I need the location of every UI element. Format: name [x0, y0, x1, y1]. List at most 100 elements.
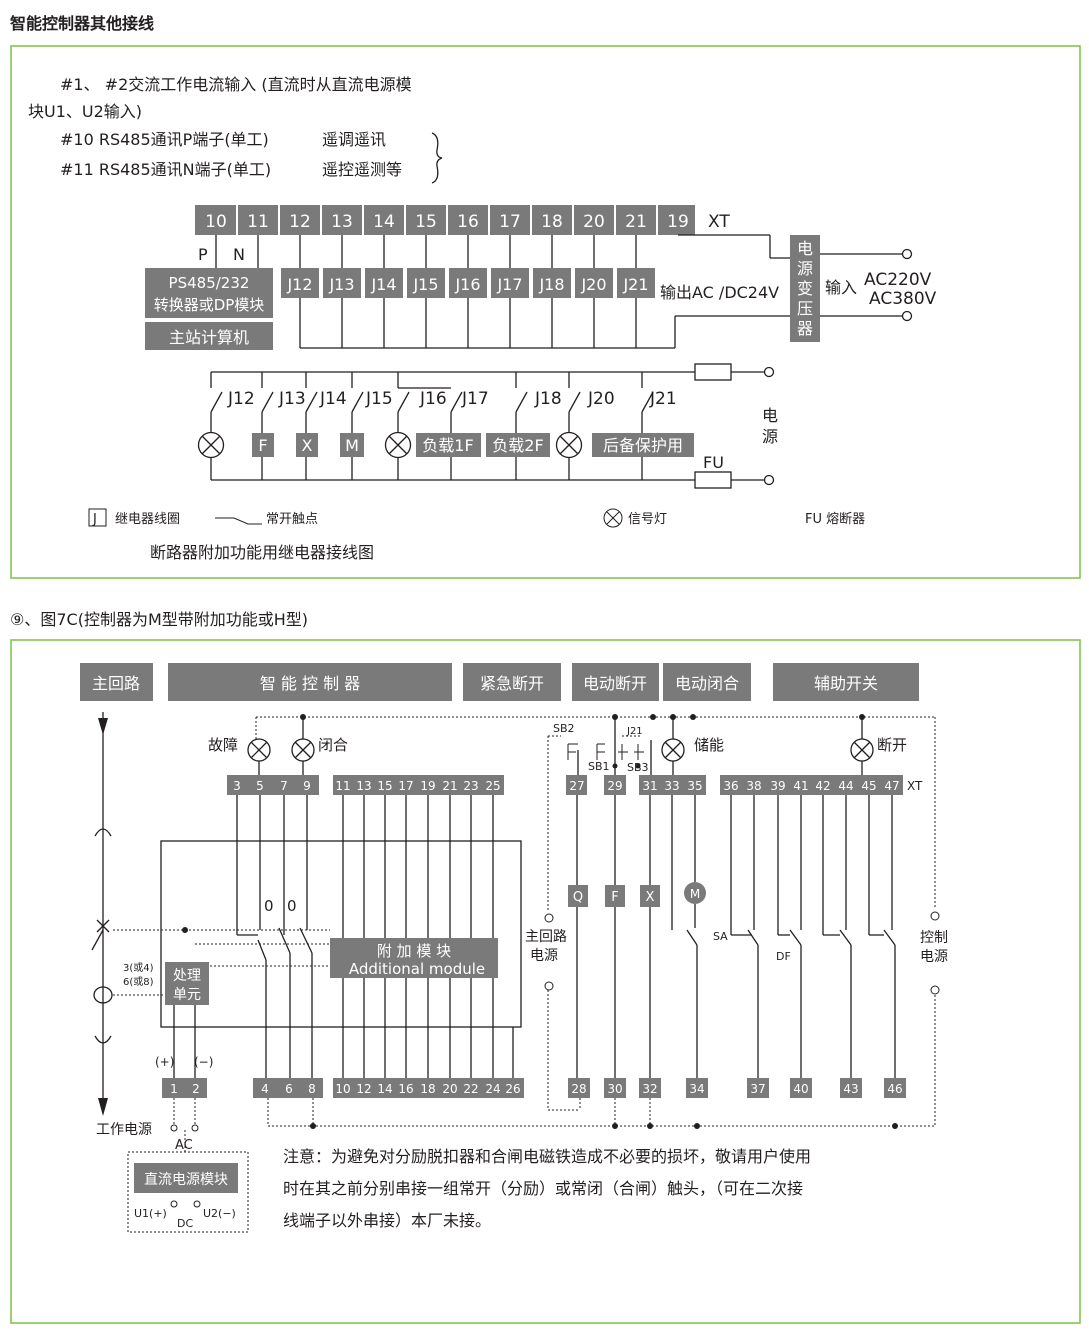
svg-text:46: 46 [887, 1082, 902, 1096]
push-buttons: SB2 J21 SB1 SB3 [553, 717, 652, 775]
processing-unit: 处理 单元 [165, 962, 209, 1005]
contact-j14: J14 [319, 389, 347, 409]
svg-text:M: M [345, 436, 359, 455]
svg-text:F: F [258, 436, 267, 455]
svg-text:26: 26 [505, 1082, 520, 1096]
svg-text:21: 21 [442, 779, 457, 793]
svg-text:20: 20 [442, 1082, 457, 1096]
svg-text:压: 压 [797, 299, 813, 318]
note-line2: 块U1、U2输入) [28, 102, 142, 121]
coil-f: F [605, 885, 625, 907]
svg-text:38: 38 [746, 779, 761, 793]
svg-text:电: 电 [797, 239, 813, 258]
coil-j18: J18 [538, 275, 564, 294]
svg-text:继电器线圈: 继电器线圈 [115, 512, 180, 527]
svg-text:PS485/232: PS485/232 [169, 274, 250, 292]
contact-j12: J12 [227, 389, 255, 409]
svg-text:Additional module: Additional module [349, 960, 485, 978]
svg-text:U2(−): U2(−) [203, 1207, 236, 1220]
power-transformer: 电 源 变 压 器 [790, 235, 820, 342]
main-circuit-line [91, 712, 113, 1116]
contact-j13: J13 [278, 389, 306, 409]
plus-label: (+) [155, 1055, 174, 1069]
svg-text:36: 36 [723, 779, 738, 793]
xt1-term-16: 16 [457, 212, 479, 232]
load-2f: 负载2F [486, 433, 550, 457]
contact-j16: J16 [419, 389, 447, 409]
actuator-wires [576, 795, 896, 1078]
svg-text:30: 30 [607, 1082, 622, 1096]
ac380-label: AC380V [869, 289, 937, 309]
load-x: X [296, 433, 318, 457]
svg-text:35: 35 [687, 779, 702, 793]
svg-text:主站计算机: 主站计算机 [169, 328, 249, 347]
svg-text:10: 10 [335, 1082, 350, 1096]
load-circuit [210, 363, 775, 489]
section1-caption: 断路器附加功能用继电器接线图 [150, 543, 374, 562]
top-terminals [227, 775, 903, 795]
svg-text:27: 27 [569, 779, 584, 793]
top-terminal-labels: 3 5 7 9 11 13 15 17 19 21 23 25 27 29 31… [233, 779, 899, 793]
coil-j16: J16 [454, 275, 480, 294]
svg-text:2: 2 [192, 1082, 200, 1096]
svg-text:4: 4 [261, 1082, 269, 1096]
svg-text:辅助开关: 辅助开关 [814, 674, 878, 693]
note-line-3: 线端子以外串接）本厂未接。 [283, 1211, 491, 1230]
open-lamp-icon [850, 738, 874, 762]
bottom-terminal-labels: 1 2 4 6 8 10 12 14 16 18 20 22 24 26 28 … [170, 1082, 902, 1096]
svg-text:后备保护用: 后备保护用 [603, 436, 683, 455]
controller-wires [173, 795, 514, 1078]
power-label-1: 电 [762, 406, 778, 425]
open-label: 断开 [877, 736, 907, 754]
svg-text:18: 18 [420, 1082, 435, 1096]
brace [431, 132, 443, 184]
note-line3a: #10 RS485通讯P端子(单工) [60, 130, 269, 149]
svg-text:智 能 控 制 器: 智 能 控 制 器 [260, 674, 360, 693]
load-m: M [340, 433, 364, 457]
coil-j20: J20 [580, 275, 606, 294]
ac-label: AC [175, 1138, 193, 1153]
ct-label-2: 6(或8) [123, 976, 154, 988]
svg-text:5: 5 [256, 779, 264, 793]
motor-icon: M [684, 882, 706, 904]
svg-text:40: 40 [793, 1082, 808, 1096]
svg-text:33: 33 [664, 779, 679, 793]
xt1-term-14: 14 [373, 212, 395, 232]
sa-label: SA [713, 930, 728, 943]
svg-text:7: 7 [280, 779, 288, 793]
svg-text:9: 9 [303, 779, 311, 793]
fault-lamp-icon [247, 738, 271, 762]
xt1-term-19: 19 [667, 212, 689, 232]
close-lamp-icon [291, 738, 315, 762]
coil-q: Q [568, 885, 588, 907]
additional-module: 附 加 模 块 Additional module [330, 938, 498, 978]
coil-j12: J12 [286, 275, 312, 294]
section1-title: 智能控制器其他接线 [10, 14, 154, 33]
ctrl-power-label-2: 电源 [920, 949, 948, 965]
svg-text:U1(+): U1(+) [134, 1207, 167, 1220]
work-power-label: 工作电源 [96, 1122, 152, 1138]
svg-text:主回路: 主回路 [92, 674, 140, 693]
xt2-label: XT [907, 779, 923, 793]
svg-text:15: 15 [377, 779, 392, 793]
svg-text:34: 34 [689, 1082, 704, 1096]
header-electric-open: 电动断开 [572, 663, 659, 701]
svg-text:负载1F: 负载1F [422, 436, 473, 455]
xt1-term-10: 10 [205, 212, 227, 232]
svg-text:13: 13 [356, 779, 371, 793]
xt1-term-11: 11 [247, 212, 269, 232]
svg-text:直流电源模块: 直流电源模块 [144, 1171, 228, 1188]
svg-text:3: 3 [233, 779, 241, 793]
note-line4b: 遥控遥测等 [322, 160, 402, 179]
section2-frame [10, 639, 1081, 1324]
input-label: 输入 [825, 278, 857, 297]
svg-text:8: 8 [308, 1082, 316, 1096]
main-power-label-2: 电源 [530, 948, 558, 964]
storage-lamp-icon [661, 738, 685, 762]
coil-j17: J17 [496, 275, 522, 294]
coil-j14: J14 [370, 275, 396, 294]
svg-text:47: 47 [884, 779, 899, 793]
header-emergency: 紧急断开 [463, 663, 561, 701]
xt1-term-18: 18 [541, 212, 563, 232]
svg-text:39: 39 [770, 779, 785, 793]
